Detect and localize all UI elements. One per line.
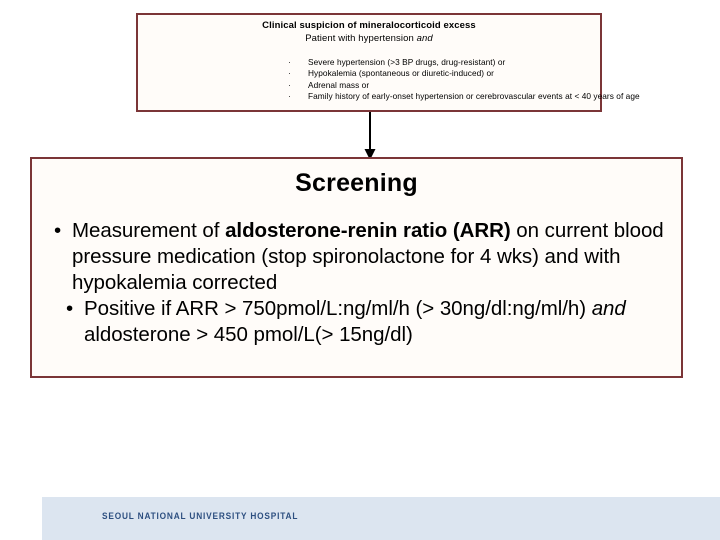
- screening-list-item-positive-criteria: • Positive if ARR > 750pmol/L:ng/ml/h (> …: [32, 296, 681, 348]
- bullet-icon: •: [54, 219, 62, 242]
- bullet-icon: •: [66, 297, 74, 320]
- criteria-list-item: · Hypokalemia (spontaneous or diuretic-in…: [138, 68, 600, 79]
- screening-list: • Measurement of aldosterone-renin ratio …: [32, 218, 681, 348]
- criteria-subheading-text: Patient with hypertension: [305, 33, 417, 44]
- criteria-heading: Clinical suspicion of mineralocorticoid …: [262, 20, 476, 31]
- footer-band: SEOUL NATIONAL UNIVERSITY HOSPITAL: [42, 497, 720, 540]
- screening-list-item-measurement: • Measurement of aldosterone-renin ratio …: [32, 218, 681, 296]
- screening-title: Screening: [295, 169, 418, 197]
- bullet-icon: ·: [288, 79, 291, 90]
- criteria-list-item: · Adrenal mass or: [138, 80, 600, 91]
- screening-item-text-lead: Positive if ARR > 750pmol/L:ng/ml/h (> 3…: [84, 297, 592, 320]
- criteria-item-label: Family history of early-onset hypertensi…: [308, 91, 640, 102]
- screening-item-text-italic: and: [591, 297, 626, 320]
- screening-item-text-tail: aldosterone > 450 pmol/L(> 15ng/dl): [84, 323, 413, 346]
- bullet-icon: ·: [288, 57, 291, 67]
- criteria-list-item: · Severe hypertension (>3 BP drugs, drug-…: [138, 57, 600, 68]
- criteria-list-item: · Family history of early-onset hypertens…: [138, 91, 640, 102]
- criteria-item-label: Adrenal mass or: [308, 79, 370, 90]
- clinical-suspicion-box: Clinical suspicion of mineralocorticoid …: [136, 13, 640, 112]
- screening-box: Screening • Measurement of aldosterone-re…: [30, 157, 683, 378]
- criteria-subheading-emphasis: and: [416, 33, 433, 44]
- bullet-icon: ·: [288, 91, 291, 102]
- screening-item-text-lead: Measurement of: [72, 219, 226, 242]
- screening-item-text-tail: on current blood pressure medication (st…: [72, 219, 664, 294]
- criteria-subheading: Patient with hypertension and: [138, 32, 600, 45]
- bullet-icon: ·: [288, 68, 291, 79]
- down-arrow-icon: [364, 112, 376, 160]
- criteria-item-label: Hypokalemia (spontaneous or diuretic-ind…: [308, 68, 494, 79]
- screening-item-text-bold: aldosterone-renin ratio (ARR): [225, 219, 511, 242]
- criteria-item-label: Severe hypertension (>3 BP drugs, drug-r…: [308, 57, 506, 67]
- hospital-logo-text: SEOUL NATIONAL UNIVERSITY HOSPITAL: [102, 511, 299, 521]
- criteria-list: · Severe hypertension (>3 BP drugs, drug-…: [138, 57, 640, 103]
